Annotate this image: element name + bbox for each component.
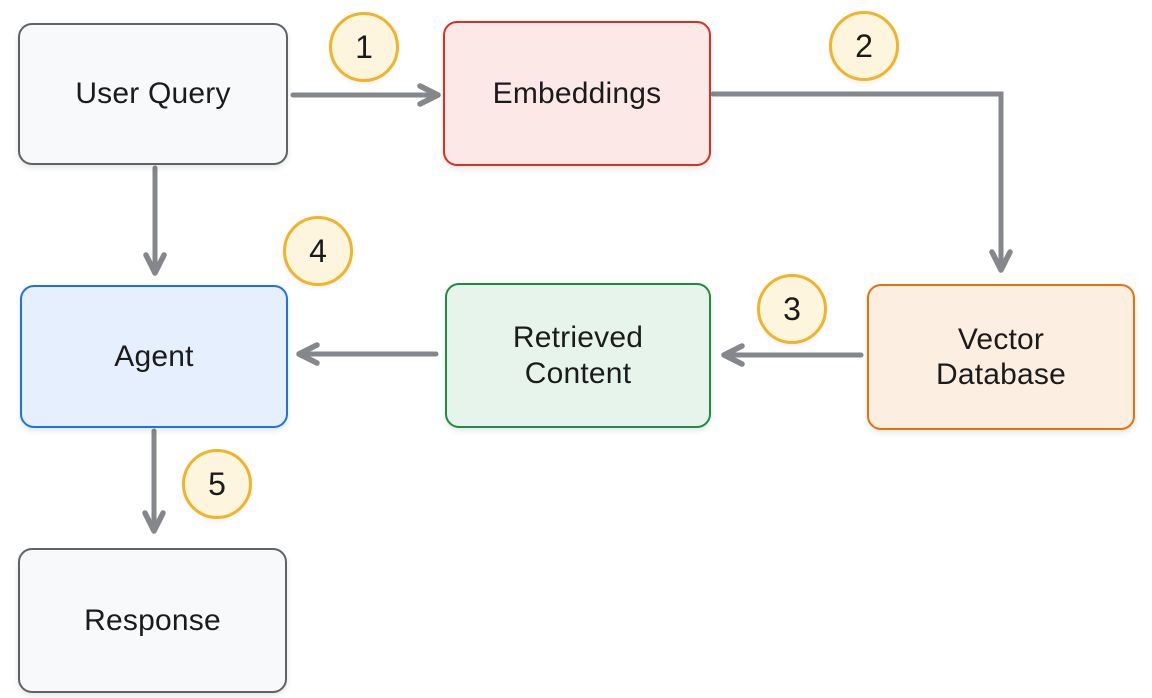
step-badge-4: 4: [283, 216, 353, 286]
step-number: 4: [309, 232, 327, 269]
node-agent: Agent: [20, 285, 288, 428]
node-label: Embeddings: [492, 76, 662, 110]
node-embeddings: Embeddings: [443, 21, 711, 166]
node-user-query: User Query: [18, 23, 288, 165]
node-label: User Query: [75, 77, 231, 111]
arrow-embeddings-to-vector-database: [710, 91, 1013, 273]
step-number: 2: [855, 27, 873, 64]
step-badge-5: 5: [182, 449, 252, 519]
node-vector-database: Vector Database: [867, 284, 1135, 430]
node-response: Response: [18, 548, 287, 693]
node-label: Vector Database: [935, 322, 1067, 391]
node-retrieved-content: Retrieved Content: [445, 283, 711, 428]
step-badge-2: 2: [829, 11, 899, 81]
node-label: Response: [84, 603, 221, 637]
node-label: Retrieved Content: [512, 321, 644, 390]
step-number: 1: [355, 28, 373, 65]
step-badge-3: 3: [757, 274, 827, 344]
step-badge-1: 1: [329, 12, 399, 82]
step-number: 5: [208, 465, 226, 502]
node-label: Agent: [114, 339, 194, 373]
step-number: 3: [783, 290, 801, 327]
